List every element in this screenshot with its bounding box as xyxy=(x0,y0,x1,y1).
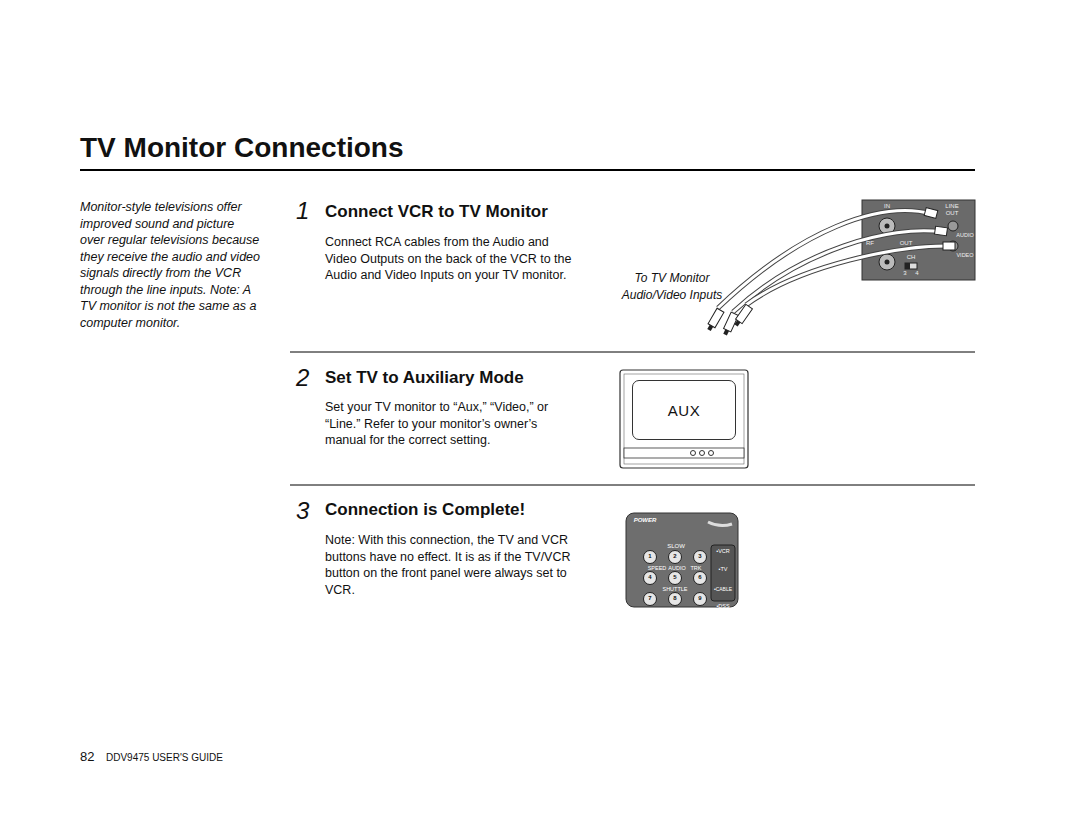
number-button xyxy=(694,551,707,564)
title-rule xyxy=(80,169,975,171)
number-button xyxy=(644,551,657,564)
number-button xyxy=(669,551,682,564)
remote-label: SPEED xyxy=(647,565,667,572)
step-text: Note: With this connection, the TV and V… xyxy=(325,532,575,598)
remote-label: 1 xyxy=(646,553,654,560)
step-number: 2 xyxy=(296,364,316,392)
step-text: Set your TV monitor to “Aux,” “Video,” o… xyxy=(325,399,575,449)
step-heading: Connect VCR to TV Monitor xyxy=(325,201,585,223)
number-button xyxy=(669,572,682,585)
mode-buttons xyxy=(711,545,735,601)
remote-label: •DSS xyxy=(712,603,734,610)
remote-control xyxy=(626,513,738,607)
remote-label: 6 xyxy=(696,574,704,581)
step-text: Connect RCA cables from the Audio and Vi… xyxy=(325,234,575,284)
remote-label: POWER xyxy=(630,517,660,524)
panel-label: LINE xyxy=(941,203,963,210)
remote-label: 7 xyxy=(646,595,654,602)
number-button xyxy=(644,593,657,606)
number-button xyxy=(669,593,682,606)
divider xyxy=(290,352,975,353)
step-number: 1 xyxy=(296,197,316,225)
panel-label: 4 xyxy=(914,270,920,277)
cable-caption: To TV Monitor Audio/Video Inputs xyxy=(620,270,724,303)
number-button xyxy=(694,593,707,606)
page-number: 82 xyxy=(80,749,104,765)
tv-screen: AUX xyxy=(632,380,736,440)
remote-label: •TV xyxy=(712,566,734,573)
remote-label: 9 xyxy=(696,595,704,602)
remote-label: 2 xyxy=(671,553,679,560)
panel-label: CH xyxy=(904,254,918,261)
panel-label: OUT xyxy=(898,240,914,247)
remote-label: TRK xyxy=(688,565,704,572)
remote-label: 4 xyxy=(646,574,654,581)
remote-label: 3 xyxy=(696,553,704,560)
remote-label: SHUTTLE xyxy=(660,586,690,593)
panel-label: IN xyxy=(876,203,898,210)
page-title: TV Monitor Connections xyxy=(80,132,404,164)
side-note: Monitor-style televisions offer improved… xyxy=(80,199,260,331)
screen-text: AUX xyxy=(668,402,700,419)
remote-label: SLOW xyxy=(665,543,687,550)
remote-label: 5 xyxy=(671,574,679,581)
tv-set xyxy=(620,370,748,468)
step-heading: Connection is Complete! xyxy=(325,499,585,521)
number-button xyxy=(694,572,707,585)
number-button xyxy=(644,572,657,585)
step-heading: Set TV to Auxiliary Mode xyxy=(325,367,585,389)
panel-label: RF xyxy=(864,240,876,247)
step-number: 3 xyxy=(296,497,316,525)
remote-label: •VCR xyxy=(712,548,734,555)
panel-label: AUDIO xyxy=(955,232,975,239)
remote-label: AUDIO xyxy=(667,565,687,572)
divider xyxy=(290,485,975,486)
remote-label: •CABLE xyxy=(711,586,735,593)
panel-label: 3 xyxy=(902,270,908,277)
rca-cables xyxy=(706,208,955,337)
footer-text: DDV9475 USER'S GUIDE xyxy=(106,752,286,764)
panel-label: VIDEO xyxy=(955,252,975,259)
remote-label: 8 xyxy=(671,595,679,602)
panel-label: OUT xyxy=(941,210,963,217)
